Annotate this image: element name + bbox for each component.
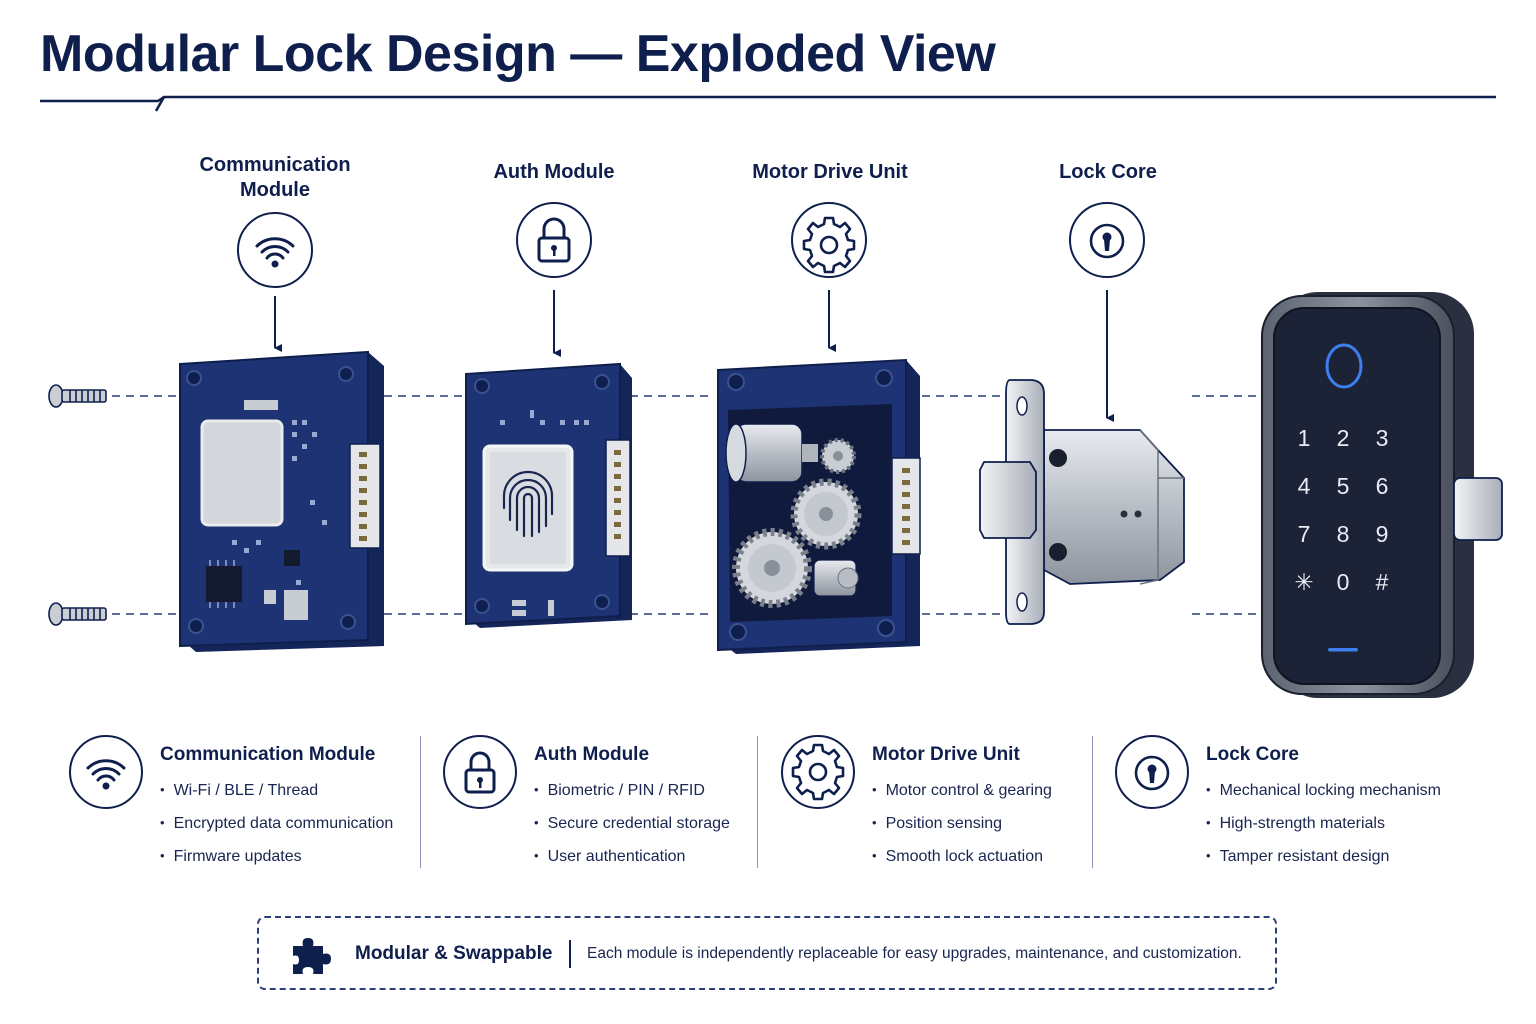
keypad-key: ✳ [1294,569,1314,595]
keypad-key: 0 [1336,569,1350,595]
keypad-key: 1 [1297,425,1311,451]
feature-list: Mechanical locking mechanism High-streng… [1206,774,1441,873]
padlock-icon [516,202,592,278]
keypad-key: 6 [1375,473,1389,499]
feature-item: Mechanical locking mechanism [1206,774,1441,807]
keypad-front-panel [1261,292,1503,698]
page-title: Modular Lock Design — Exploded View [40,25,996,83]
auth-module-board [465,362,632,628]
label-communication-module: Communication Module [199,154,351,201]
modular-banner: Modular & Swappable Each module is indep… [257,916,1277,990]
feature-item: Smooth lock actuation [872,840,1052,873]
title-underline [40,95,1496,112]
feature-item: Secure credential storage [534,807,730,840]
feature-list: Wi-Fi / BLE / Thread Encrypted data comm… [160,774,394,873]
feature-list: Biometric / PIN / RFID Secure credential… [534,774,730,873]
screw-top [48,384,107,408]
large-gear [732,528,812,608]
keypad-key: 3 [1375,425,1389,451]
feature-item: Encrypted data communication [160,807,394,840]
alignment-lines [112,395,1260,615]
info-title: Lock Core [1206,744,1299,765]
feature-item: Biometric / PIN / RFID [534,774,730,807]
keypad-key: 9 [1375,521,1389,547]
keypad-key: 4 [1297,473,1311,499]
feature-item: Tamper resistant design [1206,840,1441,873]
small-gear [820,438,856,474]
label-lock-core: Lock Core [1059,161,1157,183]
feature-item: Position sensing [872,807,1052,840]
keyhole-icon [1069,202,1145,278]
banner-divider [569,940,571,968]
banner-description: Each module is independently replaceable… [587,945,1242,962]
info-title: Communication Module [160,744,376,765]
feature-list: Motor control & gearing Position sensing… [872,774,1052,873]
medium-gear [790,478,862,550]
puzzle-piece-icon [293,938,331,974]
keypad-key: 8 [1336,521,1350,547]
label-motor-drive-unit: Motor Drive Unit [752,161,908,183]
keypad-key: # [1375,569,1389,595]
keypad-key: 2 [1336,425,1350,451]
gear-icon [791,202,867,278]
communication-module-board [179,350,384,652]
column-divider [420,736,421,868]
feature-item: Wi-Fi / BLE / Thread [160,774,393,807]
keypad-key: 7 [1297,521,1311,547]
padlock-icon [443,735,517,809]
column-divider [757,736,758,868]
wifi-icon [237,212,313,288]
keyhole-icon [1115,735,1189,809]
lock-core [979,379,1185,625]
wifi-icon [69,735,143,809]
gear-icon [781,735,855,809]
feature-item: High-strength materials [1206,807,1441,840]
banner-title: Modular & Swappable [355,943,553,964]
info-title: Auth Module [534,744,650,765]
info-title: Motor Drive Unit [872,744,1020,765]
screw-bottom [48,602,107,626]
feature-item: User authentication [534,840,730,873]
label-auth-module: Auth Module [493,161,615,183]
feature-item: Firmware updates [160,840,393,873]
column-divider [1092,736,1093,868]
exploded-view-illustration [48,202,1503,698]
motor-drive-unit [717,358,921,654]
keypad-key: 5 [1336,473,1350,499]
feature-item: Motor control & gearing [872,774,1052,807]
